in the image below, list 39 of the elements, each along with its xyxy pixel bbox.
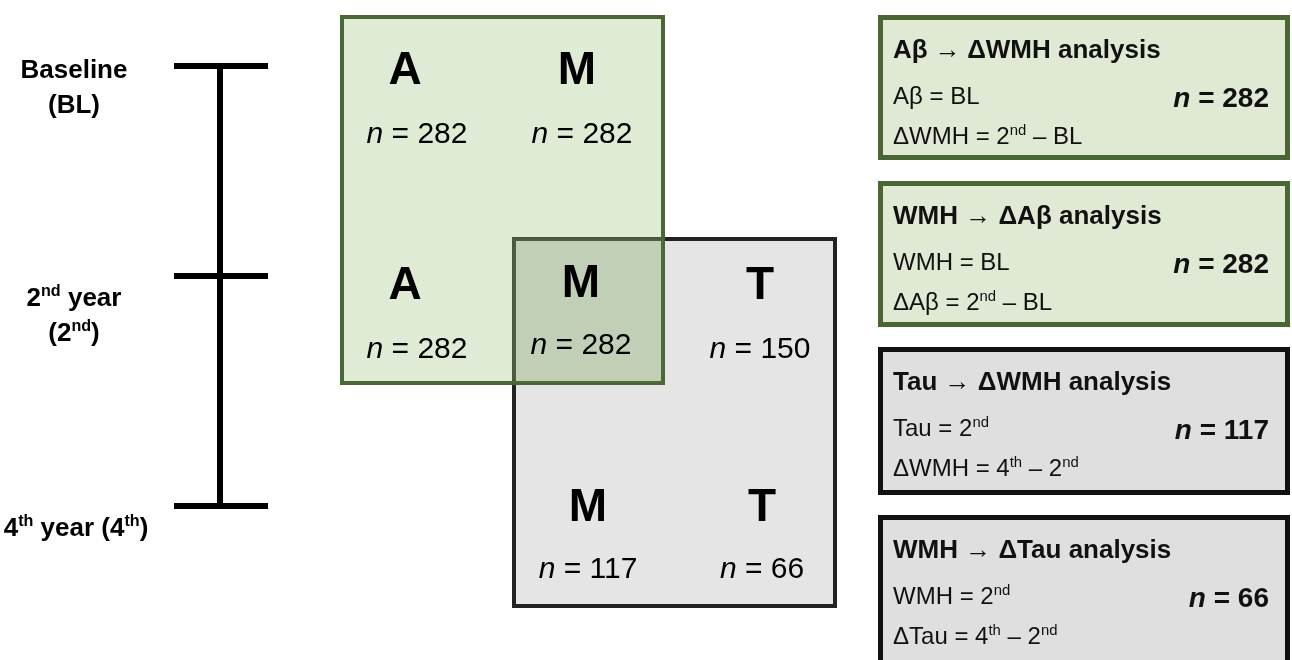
sample-size: n = 282 [1173, 248, 1269, 280]
sample-size: n = 150 [709, 331, 811, 365]
timepoint-label: 2$^{nd}$ year (2$^{nd}$) [25, 280, 123, 350]
formula-text: Aβ = BL [893, 82, 980, 110]
analysis-box [878, 15, 1290, 160]
analysis-title: WMH → ΔTau analysis [893, 534, 1172, 565]
formula-text: ΔWMH = 2$^{nd}$ – BL [893, 122, 1083, 150]
timepoint-label: Baseline (BL) [19, 53, 129, 122]
formula-text: ΔAβ = 2$^{nd}$ – BL [893, 288, 1053, 316]
modality-letter: T [747, 478, 777, 532]
sample-size: n = 282 [1173, 82, 1269, 114]
modality-letter: T [745, 256, 775, 310]
analysis-box [878, 347, 1290, 495]
sample-size: n = 117 [1174, 414, 1269, 446]
sample-size: n = 117 [538, 551, 638, 585]
formula-text: WMH = BL [893, 248, 1010, 276]
sample-size: n = 66 [719, 551, 805, 585]
modality-letter: M [568, 478, 608, 532]
sample-size: n = 282 [366, 331, 468, 365]
analysis-title: Tau → ΔWMH analysis [893, 366, 1172, 397]
formula-text: ΔTau = 4$^{th}$ – 2$^{nd}$ [893, 622, 1058, 650]
formula-text: ΔWMH = 4$^{th}$ – 2$^{nd}$ [893, 454, 1079, 482]
modality-letter: M [557, 41, 597, 95]
modality-letter: M [561, 254, 601, 308]
analysis-title: WMH → ΔAβ analysis [893, 200, 1162, 231]
formula-text: WMH = 2$^{nd}$ [893, 582, 1011, 610]
analysis-box [878, 515, 1290, 660]
sample-size: n = 66 [1188, 582, 1269, 614]
overlap-region [514, 239, 663, 383]
sample-size: n = 282 [366, 116, 468, 150]
sample-size: n = 282 [531, 116, 633, 150]
sample-size: n = 282 [530, 327, 632, 361]
sample-box [512, 237, 837, 608]
analysis-title: Aβ → ΔWMH analysis [893, 34, 1161, 65]
timepoint-label: 4$^{th}$ year (4$^{th}$) [2, 510, 150, 544]
formula-text: Tau = 2$^{nd}$ [893, 414, 989, 442]
modality-letter: A [388, 256, 422, 310]
modality-letter: A [388, 41, 422, 95]
analysis-box [878, 181, 1290, 327]
